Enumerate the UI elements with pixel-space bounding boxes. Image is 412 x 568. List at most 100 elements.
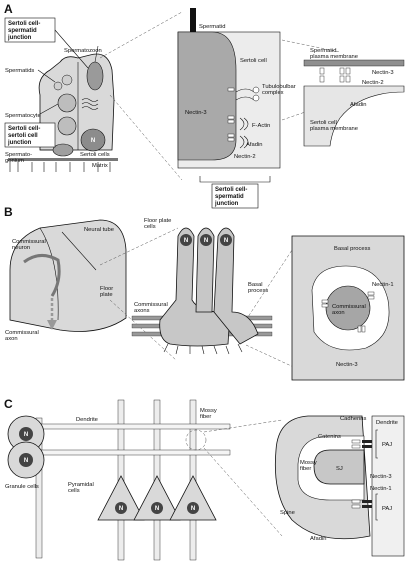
- sertoli-nucleus-label: N: [91, 138, 95, 144]
- nectin3-label-b: Nectin-3: [336, 362, 358, 368]
- pyramidal-cell: [133, 475, 181, 521]
- nucleus-label: N: [204, 238, 208, 244]
- floor-plate-line: [61, 231, 97, 271]
- junction-bracket: [199, 176, 271, 183]
- spermatocyte-cell: [57, 116, 77, 136]
- zoom-lines-b2: [245, 249, 301, 371]
- zoom-lines-b1: [99, 227, 179, 361]
- nectin-adhesion-sites: [227, 87, 235, 142]
- panel-a-epithelium: N Matrix Sertoli cells: [8, 45, 118, 172]
- nucleus-icon: [151, 502, 163, 514]
- nucleus-icon: [19, 453, 33, 467]
- commissural-neuron-path: [23, 254, 61, 297]
- spine-head: [313, 449, 365, 485]
- panel-a-right: [303, 59, 405, 147]
- spermatocyte-cell: [57, 93, 77, 113]
- nucleus-label: N: [24, 458, 28, 464]
- tubulobulbar-processes: [235, 88, 255, 101]
- neural-tube-fold: [39, 227, 59, 321]
- sertoli-cells-label: Sertoli cells: [80, 152, 110, 158]
- dendrite-shaft: [35, 417, 43, 559]
- sertoli-membrane-region: [303, 85, 405, 147]
- spermatid-membrane-bar: [303, 59, 405, 67]
- spermatid-cell: [53, 81, 63, 91]
- spermatozoon-head: [86, 61, 104, 91]
- panel-a-label: A: [4, 2, 13, 16]
- spermatid-head: [177, 31, 237, 161]
- nucleus-label: N: [155, 506, 159, 512]
- tubulobulbar-bulb: [252, 86, 260, 94]
- panel-b-label: B: [4, 205, 13, 219]
- nectin2-label-mid: Nectin-2: [234, 154, 256, 160]
- zoom-lines-c: [203, 419, 283, 537]
- nucleus-label: N: [191, 506, 195, 512]
- mossy-fiber-axon: [39, 449, 231, 456]
- neural-tube-shape: [9, 219, 127, 332]
- panel-c-circuit: N N N N N: [7, 399, 231, 561]
- organelle-squiggle: [81, 98, 99, 110]
- paj-brackets: [375, 429, 378, 521]
- f-actin-label: F-Actin: [252, 123, 270, 129]
- commissural-axon-cross-section: [325, 285, 371, 331]
- sertoli-cell-label: Sertoli cell: [240, 58, 267, 64]
- spermatid-label: Spermatid: [199, 24, 225, 30]
- dendrite-shaft-detail: [371, 415, 405, 557]
- tubulobulbar-bulb: [252, 94, 260, 102]
- zoom-circle: [185, 429, 207, 451]
- nectin3-label-right: Nectin-3: [372, 70, 394, 76]
- spine-label: Spine: [280, 510, 295, 516]
- pyramidal-cell: [97, 475, 145, 521]
- nucleus-icon: [187, 502, 199, 514]
- zoom-lines-a1: [99, 11, 183, 181]
- matrix-label: Matrix: [92, 163, 108, 169]
- nectin-sites-b: [321, 291, 375, 333]
- panel-a-leader-lines: [37, 29, 89, 151]
- matrix-fibers: [9, 162, 111, 172]
- nucleus-icon: [220, 234, 232, 246]
- panel-a-middle: [177, 8, 281, 169]
- nectin3-label-c: Nectin-3: [370, 474, 392, 480]
- nucleus-icon: [200, 234, 212, 246]
- catenins-label: Catenins: [318, 434, 341, 440]
- basement-membrane: [8, 158, 118, 161]
- nucleus-icon: [180, 234, 192, 246]
- pyramidal-cell: [169, 475, 217, 521]
- spermatogonium-label: Spermato-gonium: [5, 152, 32, 164]
- nectin1-label-c: Nectin-1: [370, 486, 392, 492]
- dendrite-label-left: Dendrite: [76, 417, 98, 423]
- floor-plate-cell-body: [195, 227, 215, 313]
- spermatid-tail: [190, 8, 196, 38]
- afadin-label-mid: Afadin: [246, 142, 262, 148]
- cadherin-complex: [362, 440, 372, 508]
- panel-b-neural-tube: [9, 219, 127, 332]
- spermatozoon-label: Spermatozoon: [64, 48, 102, 54]
- nectin-sites-c: [351, 439, 361, 509]
- basal-process-label-right: Basal process: [334, 246, 371, 252]
- nucleus-icon: [115, 502, 127, 514]
- spermatid-cell: [61, 74, 73, 86]
- basal-process-feet: [163, 343, 243, 355]
- panel-c-label: C: [4, 397, 13, 411]
- paj-label-bottom: PAJ: [382, 506, 392, 512]
- axon-arrow-icon: [47, 320, 57, 330]
- label-box-sertoli-sertoli: [4, 122, 56, 148]
- afadin-label-c: Afadin: [310, 536, 326, 542]
- spermatids-label: Spermatids: [5, 68, 34, 74]
- afadin-label-right: Afadin: [350, 102, 366, 108]
- nectin2-label-right: Nectin-2: [362, 80, 384, 86]
- paj-label-top: PAJ: [382, 442, 392, 448]
